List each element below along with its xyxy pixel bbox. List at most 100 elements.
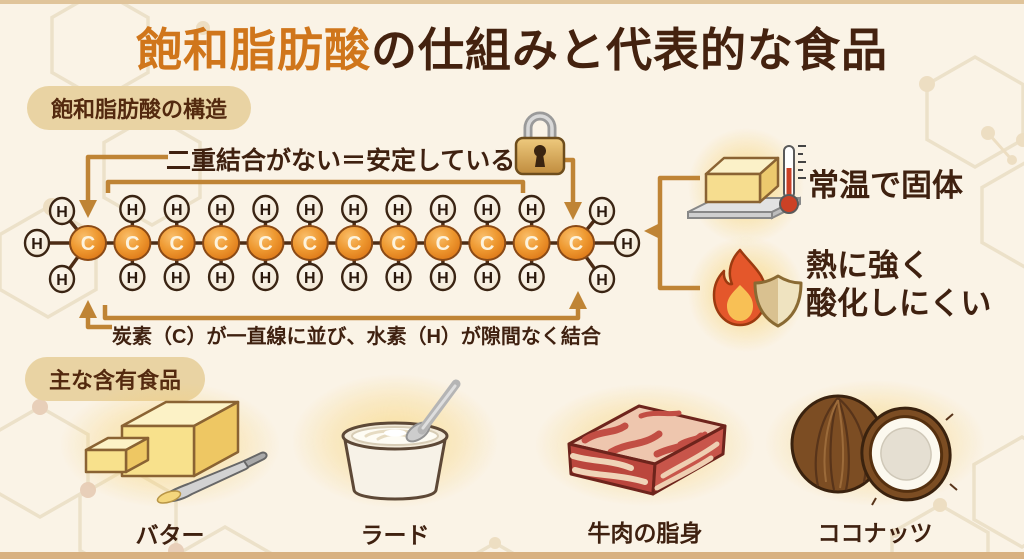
page-title: 飽和脂肪酸の仕組みと代表的な食品 <box>0 14 1024 80</box>
carbon-atom: C <box>512 225 551 261</box>
property-heat-label: 熱に強く 酸化しにくい <box>806 247 991 323</box>
coconut-illustration <box>765 380 985 506</box>
butter-illustration <box>60 382 280 508</box>
carbon-atom: C <box>557 225 595 261</box>
hydrogen-atom: H <box>613 228 641 258</box>
carbon-atom: C <box>157 225 196 261</box>
svg-text:H: H <box>393 202 405 219</box>
svg-text:C: C <box>125 233 139 255</box>
food-label: ココナッツ <box>817 520 933 546</box>
coconut-half <box>860 406 952 502</box>
food-item-beef-fat: 牛肉の脂身 <box>535 384 755 548</box>
svg-text:H: H <box>171 202 183 219</box>
svg-text:H: H <box>481 202 493 219</box>
hydrogen-atom: H <box>252 194 279 224</box>
bottom-border-strip <box>0 552 1024 559</box>
svg-text:H: H <box>437 202 449 219</box>
carbon-atom: C <box>202 225 241 261</box>
svg-text:H: H <box>171 270 183 287</box>
hydrogen-atom: H <box>163 262 190 292</box>
svg-text:C: C <box>170 233 184 255</box>
hydrogen-atom: H <box>119 262 146 292</box>
hydrogen-atom: H <box>518 262 545 292</box>
flame-icon <box>712 248 768 327</box>
hydrogen-atom: H <box>474 262 501 292</box>
svg-text:C: C <box>569 233 583 255</box>
hydrogen-atom: H <box>48 196 76 226</box>
svg-text:H: H <box>215 202 227 219</box>
title-rest: の仕組みと代表的な食品 <box>371 24 888 76</box>
thermometer-icon <box>779 145 806 214</box>
svg-text:C: C <box>214 233 228 255</box>
svg-text:H: H <box>437 270 449 287</box>
svg-text:C: C <box>524 233 538 255</box>
property-heat-line2: 酸化しにくい <box>806 286 992 321</box>
svg-text:H: H <box>127 270 139 287</box>
svg-text:H: H <box>260 270 272 287</box>
callout-arrows <box>79 154 700 330</box>
carbon-atom: C <box>290 225 329 261</box>
beef-fat-illustration <box>535 384 755 506</box>
butter-block <box>704 156 780 204</box>
hydrogen-atom: H <box>252 262 279 292</box>
shield-icon <box>753 274 803 328</box>
svg-text:H: H <box>526 270 538 287</box>
hydrogen-atom: H <box>48 264 76 294</box>
svg-text:C: C <box>480 233 494 255</box>
hydrogen-atom: H <box>23 228 51 258</box>
svg-text:C: C <box>81 233 95 255</box>
svg-text:C: C <box>258 233 272 255</box>
svg-text:H: H <box>31 236 43 253</box>
packed-note: 炭素（C）が一直線に並び、水素（H）が隙間なく結合 <box>112 326 601 348</box>
structure-section-badge: 飽和脂肪酸の構造 <box>27 86 252 130</box>
lard-icon <box>341 379 461 501</box>
food-item-butter: バター <box>60 382 280 550</box>
lock-icon <box>514 111 566 176</box>
hydrogen-atom: H <box>429 262 457 292</box>
svg-text:H: H <box>348 202 360 219</box>
butter-icon <box>84 400 268 504</box>
hydrogen-atom: H <box>207 194 235 224</box>
svg-text:H: H <box>304 270 316 287</box>
lard-illustration <box>292 374 498 508</box>
svg-text:H: H <box>526 202 538 219</box>
svg-text:H: H <box>621 236 633 253</box>
svg-text:C: C <box>303 233 317 255</box>
svg-text:H: H <box>304 202 316 219</box>
hydrogen-atom: H <box>207 262 235 292</box>
svg-text:H: H <box>56 272 68 289</box>
hydrogen-atom: H <box>163 194 190 224</box>
title-highlight: 飽和脂肪酸 <box>136 24 371 76</box>
carbon-atom: C <box>423 225 462 261</box>
hydrogen-atom: H <box>296 262 324 292</box>
hydrogen-atom: H <box>296 194 324 224</box>
hydrogen-atom: H <box>340 262 368 292</box>
food-label: バター <box>135 522 205 548</box>
hydrogen-atom: H <box>385 194 412 224</box>
knife-icon <box>156 451 268 504</box>
hydrogen-atom: H <box>385 262 412 292</box>
hydrogen-atom: H <box>474 194 501 224</box>
property-heat-line1: 熱に強く <box>806 248 930 283</box>
carbon-atom: C <box>246 225 285 261</box>
coconut-icon <box>790 394 958 506</box>
food-label: 牛肉の脂身 <box>587 520 703 546</box>
food-item-lard: ラード <box>292 374 498 550</box>
hydrogen-atom: H <box>588 264 616 294</box>
beef-fat-icon <box>567 404 727 496</box>
svg-text:H: H <box>348 270 360 287</box>
hydrogen-atom: H <box>119 194 146 224</box>
stable-note: 二重結合がない＝安定している <box>166 147 516 175</box>
hydrogen-atom: H <box>588 196 616 226</box>
hydrogen-atom: H <box>518 194 545 224</box>
carbon-atom: C <box>113 225 152 261</box>
svg-text:H: H <box>481 270 493 287</box>
svg-text:H: H <box>596 204 608 221</box>
food-item-coconut: ココナッツ <box>765 380 985 548</box>
carbon-atom: C <box>335 225 374 261</box>
svg-text:C: C <box>436 233 450 255</box>
butter-thermometer-icon <box>687 145 806 220</box>
food-label: ラード <box>360 522 430 548</box>
